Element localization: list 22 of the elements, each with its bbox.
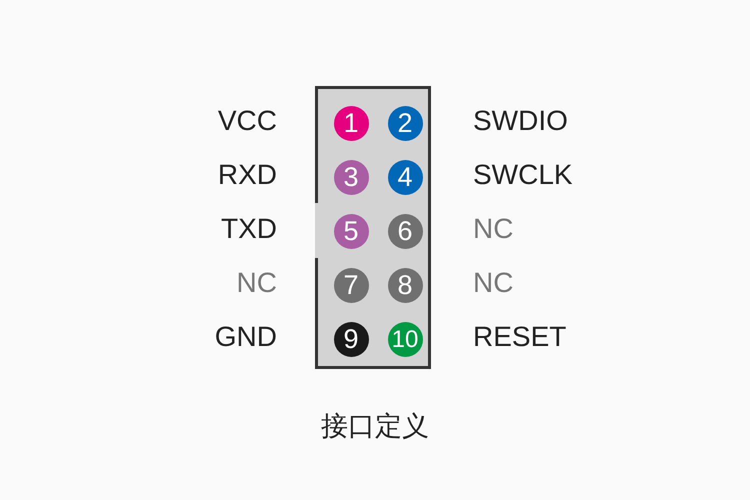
pin-number: 6 xyxy=(388,214,422,249)
pin-number: 7 xyxy=(334,268,368,303)
signal-label: VCC xyxy=(218,104,277,138)
pin-number: 3 xyxy=(334,160,368,195)
signal-label: NC xyxy=(473,212,514,246)
diagram-title: 接口定义 xyxy=(320,410,430,443)
pin-number: 5 xyxy=(334,214,368,249)
signal-label: RESET xyxy=(473,320,566,354)
pin-number: 4 xyxy=(388,160,422,195)
signal-label: SWCLK xyxy=(473,158,573,192)
signal-label: TXD xyxy=(221,212,277,246)
pin-number: 2 xyxy=(388,106,422,141)
pin-number: 8 xyxy=(388,268,422,303)
signal-label: GND xyxy=(214,320,277,354)
signal-label: SWDIO xyxy=(473,104,568,138)
pin-number: 10 xyxy=(388,322,422,357)
signal-label: NC xyxy=(473,266,514,300)
signal-label: NC xyxy=(236,266,277,300)
signal-label: RXD xyxy=(218,158,277,192)
pin-number: 9 xyxy=(334,322,368,357)
pin-header-box xyxy=(315,86,431,369)
pin-number: 1 xyxy=(334,106,368,141)
